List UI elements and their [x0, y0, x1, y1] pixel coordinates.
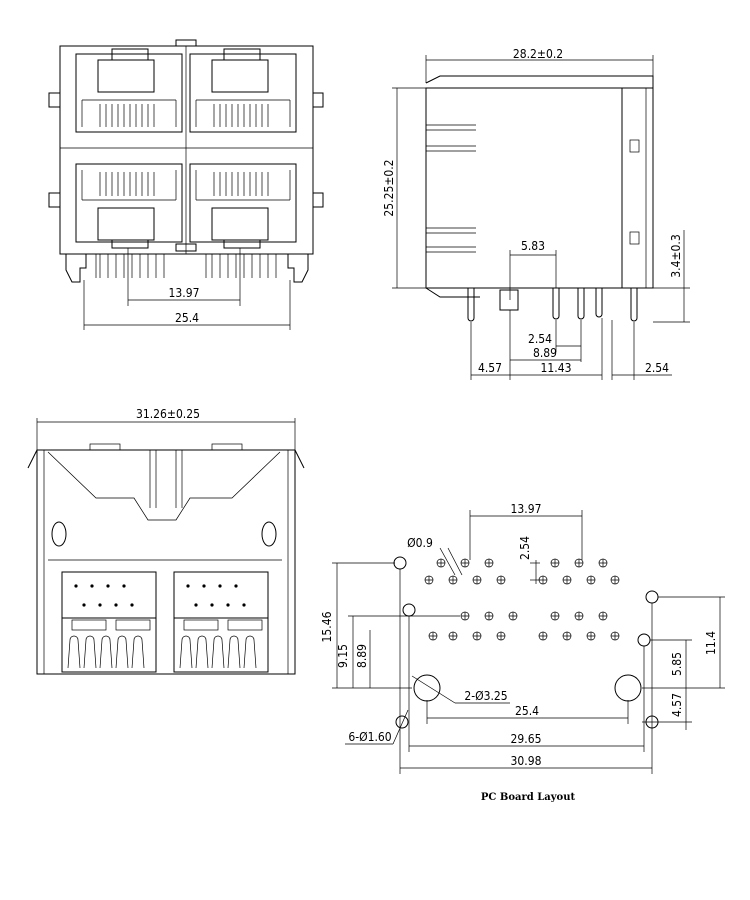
- front-side-bump: [48, 192, 61, 208]
- side-dim-standoff: 3.4±0.3: [669, 234, 683, 277]
- side-dim-rear-b: 11.43: [541, 361, 572, 375]
- pcb-dim-585: 5.85: [670, 652, 684, 676]
- pcb-shield-hole: [395, 715, 409, 729]
- top-mount-hole-left: [51, 521, 67, 547]
- pcb-dim-top-span: 13.97: [511, 502, 542, 516]
- side-top-edge: [425, 75, 654, 88]
- side-dim-rear-a: 4.57: [478, 361, 502, 375]
- front-shield-leg-left: [65, 254, 87, 283]
- side-dim-pin-row: 8.89: [533, 346, 557, 360]
- front-dim-pitch: 13.97: [169, 286, 200, 300]
- top-port-right: [173, 571, 269, 673]
- pcb-caption: PC Board Layout: [481, 792, 576, 803]
- side-jack-lines: [426, 124, 476, 253]
- top-port-left: [61, 571, 157, 673]
- front-top-tab: [175, 39, 197, 47]
- pcb-shield-hole: [402, 603, 416, 617]
- front-side-bump: [48, 92, 61, 108]
- pcb-layout: 13.97 Ø0.9 2.54 15.46 9.15 8.89 11.4 5.8…: [320, 502, 725, 803]
- front-side-bump: [312, 192, 324, 208]
- top-body-outline: [36, 449, 296, 675]
- side-dim-pin-pitch: 2.54: [528, 332, 552, 346]
- pcb-dim-889: 8.89: [355, 644, 369, 668]
- pcb-shield-hole: [645, 590, 659, 604]
- side-view: 28.2±0.2 25.25±0.2 5.83 3.4±0.3 2.54 8.8…: [382, 47, 690, 380]
- pcb-dim-top-pitch: 2.54: [518, 536, 532, 560]
- side-body-outline: [425, 87, 654, 289]
- front-pins: [95, 254, 277, 278]
- pcb-dim-457: 4.57: [670, 693, 684, 717]
- front-view: 13.97 25.4: [48, 39, 324, 330]
- front-jack-bottom-right: [189, 163, 297, 249]
- top-dim-lines: [36, 418, 296, 450]
- front-jack-top-left: [75, 48, 183, 133]
- pcb-dim-3098: 30.98: [511, 754, 542, 768]
- front-side-bump: [312, 92, 324, 108]
- pcb-dim-1546: 15.46: [320, 611, 334, 642]
- side-dim-rear-c: 2.54: [645, 361, 669, 375]
- front-dim-lines: [83, 248, 291, 330]
- front-jack-top-right: [189, 48, 297, 133]
- pcb-dim-254: 25.4: [515, 704, 539, 718]
- pcb-dim-2965: 29.65: [511, 732, 542, 746]
- pcb-dim-114: 11.4: [704, 631, 718, 655]
- pcb-shield-hole: [393, 556, 407, 570]
- side-dim-lines: [392, 55, 690, 380]
- top-view: 31.26±0.25: [27, 407, 305, 675]
- side-pins: [467, 288, 638, 322]
- pcb-hole-crosshairs: [425, 559, 619, 640]
- top-shield-fold: [47, 451, 281, 521]
- pcb-dim-915: 9.15: [336, 644, 350, 668]
- top-lip: [27, 449, 305, 469]
- side-dim-pin-offset: 5.83: [521, 239, 545, 253]
- top-dim-width: 31.26±0.25: [136, 407, 200, 421]
- side-dim-height: 25.25±0.2: [382, 159, 396, 216]
- pcb-dim-pin-hole: Ø0.9: [407, 536, 433, 550]
- pcb-dim-lines: [332, 510, 725, 774]
- pcb-dim-big-hole: 2-Ø3.25: [464, 689, 507, 703]
- front-shield-leg-right: [287, 254, 309, 283]
- pcb-mount-hole: [614, 674, 642, 702]
- side-dim-length: 28.2±0.2: [513, 47, 563, 61]
- pcb-mount-hole: [413, 674, 441, 702]
- pcb-shield-hole: [637, 633, 651, 647]
- pcb-dim-small-hole: 6-Ø1.60: [348, 730, 391, 744]
- front-dim-pin-span: 25.4: [175, 311, 199, 325]
- front-jack-bottom-left: [75, 163, 183, 249]
- top-mount-hole-right: [261, 521, 277, 547]
- pcb-pin-holes: [424, 558, 620, 641]
